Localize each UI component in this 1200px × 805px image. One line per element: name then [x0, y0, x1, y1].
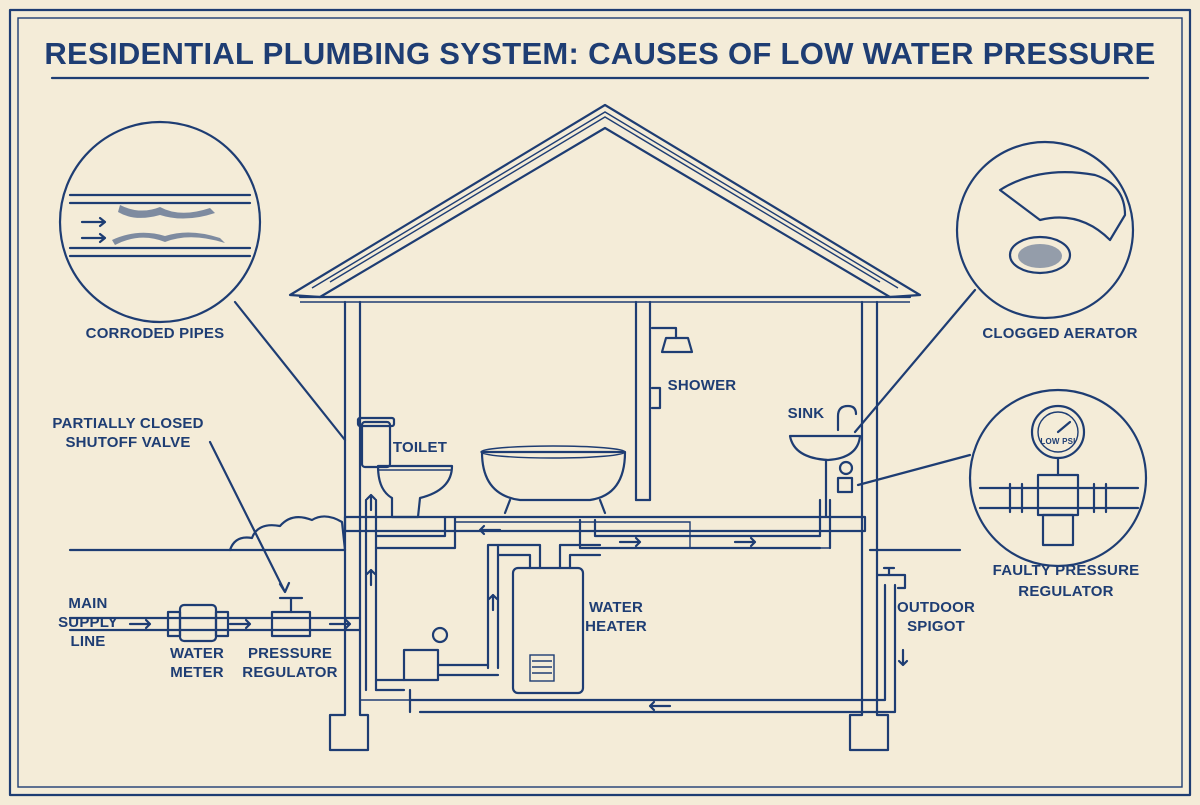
- pointer-regulator: [856, 453, 972, 487]
- pointer-aerator: [853, 288, 977, 434]
- water-meter: [166, 603, 230, 643]
- tub-feet: [503, 498, 607, 515]
- label-clogged-aerator: CLOGGED AERATOR: [982, 325, 1137, 342]
- bush: [228, 515, 347, 552]
- heater-tank: [511, 566, 585, 695]
- shower-arm: [650, 326, 678, 340]
- flow-arrows: [128, 493, 909, 712]
- arrow-2: [228, 618, 252, 630]
- main-riser: [364, 498, 378, 692]
- arrow-11: [897, 648, 909, 667]
- heater-inlet: [486, 543, 542, 670]
- callout-corroded-pipes: [58, 120, 347, 442]
- arrow-8: [733, 536, 757, 548]
- label-preg-line2: REGULATOR: [242, 664, 337, 681]
- arrow-3: [328, 618, 352, 630]
- right-wall: [848, 300, 890, 752]
- arrow-10: [487, 593, 499, 612]
- label-main-line3: LINE: [71, 633, 106, 650]
- label-sink: SINK: [788, 405, 825, 422]
- sink-supply: [818, 498, 832, 550]
- toilet: [356, 416, 454, 519]
- pointer-shutoff: [208, 440, 291, 594]
- label-shower: SHOWER: [668, 377, 737, 394]
- spigot-handle: [882, 566, 896, 577]
- arrow-5: [365, 493, 377, 512]
- sink-basin: [788, 434, 862, 462]
- tub-supply: [454, 517, 831, 549]
- heater-vent: [529, 654, 555, 682]
- outer-border: [8, 8, 1192, 797]
- toilet-supply: [374, 515, 457, 550]
- toilet-tank: [360, 420, 392, 469]
- sink-gauge: [838, 460, 854, 476]
- roof-shingles: [311, 111, 899, 289]
- callout-clogged-aerator: [853, 140, 1135, 434]
- tub-body: [480, 450, 627, 502]
- label-heater-line2: HEATER: [585, 618, 647, 635]
- outdoor-spigot: [876, 573, 907, 590]
- label-shutoff-line2: SHUTOFF VALVE: [65, 434, 190, 451]
- label-corroded-pipes: CORRODED PIPES: [86, 325, 225, 342]
- shower-head: [660, 336, 694, 354]
- pointer-corroded: [233, 300, 347, 442]
- label-preg-line1: PRESSURE: [248, 645, 332, 662]
- water-heater: [511, 566, 585, 695]
- basement-regulator: [402, 648, 440, 682]
- label-heater-line1: WATER: [589, 599, 643, 616]
- diagram-title: RESIDENTIAL PLUMBING SYSTEM: CAUSES OF L…: [44, 36, 1155, 71]
- label-main-line2: SUPPLY: [58, 614, 118, 631]
- left-wall: [328, 300, 370, 752]
- arrow-9: [648, 700, 672, 712]
- basement-pipe: [374, 663, 500, 692]
- house: [288, 103, 922, 752]
- roof: [288, 103, 922, 299]
- label-toilet: TOILET: [393, 439, 447, 456]
- sink: [788, 404, 862, 519]
- heater-vent-slats: [532, 660, 552, 674]
- shower: [650, 326, 694, 410]
- label-spigot-line2: SPIGOT: [907, 618, 965, 635]
- tub-rim: [480, 445, 626, 459]
- shower-valve: [650, 386, 662, 410]
- basement-gauge: [431, 626, 449, 644]
- toilet-bowl: [376, 464, 454, 519]
- label-main-line1: MAIN: [68, 595, 107, 612]
- label-faulty-line1: FAULTY PRESSURE: [993, 562, 1140, 579]
- sink-regulator: [836, 476, 854, 494]
- bottom-line: [408, 583, 897, 714]
- toilet-lid: [356, 416, 396, 428]
- bathtub: [480, 445, 627, 515]
- label-meter-line2: METER: [170, 664, 224, 681]
- inner-border: [17, 17, 1183, 788]
- callout-faulty-regulator: [856, 388, 1148, 568]
- label-spigot-line1: OUTDOOR: [897, 599, 975, 616]
- arrow-4: [365, 568, 377, 587]
- label-meter-line1: WATER: [170, 645, 224, 662]
- label-gauge: LOW PSI: [1040, 437, 1075, 446]
- heater-outlet: [558, 543, 602, 570]
- arrow-6: [478, 524, 502, 536]
- sink-faucet: [836, 404, 858, 432]
- hot-line: [578, 518, 822, 550]
- label-shutoff-line1: PARTIALLY CLOSED: [52, 415, 203, 432]
- label-faulty-line2: REGULATOR: [1018, 583, 1113, 600]
- arrow-1: [128, 618, 152, 630]
- roof-inner: [319, 127, 891, 298]
- arrow-7: [618, 536, 642, 548]
- upper-floor: [343, 515, 867, 533]
- interior-wall: [634, 300, 652, 502]
- shutoff-valve: [270, 596, 312, 638]
